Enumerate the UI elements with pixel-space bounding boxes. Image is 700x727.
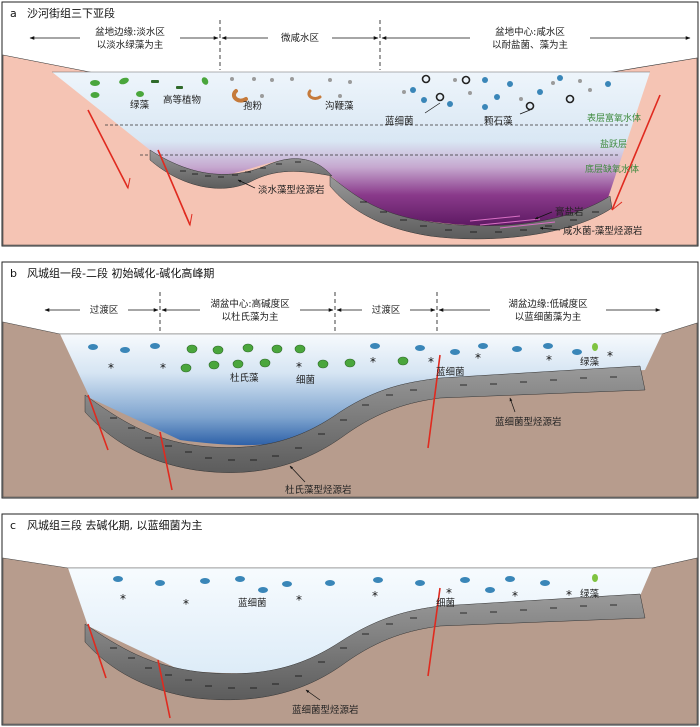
label-bacteria-b: 细菌 [296,374,315,386]
dinoflagellate-icon [307,89,322,100]
label-saline-source-rock: 咸水菌-藻型烃源岩 [563,225,642,237]
label-dunaliella-source-rock: 杜氏藻型烃源岩 [285,484,352,496]
svg-text:*: * [183,597,189,611]
label-green-algae: 绿藻 [130,99,150,111]
svg-text:*: * [296,593,302,607]
panel-a-water [52,72,650,226]
svg-text:*: * [120,592,126,606]
svg-text:*: * [296,360,302,374]
label-cyanobacteria-c: 蓝细菌 [238,597,267,609]
panel-b-faults [87,354,441,491]
panel-b-bacteria: * * * * * * * * [108,349,613,375]
panel-c-cyanobacteria [113,576,550,593]
panel-b: b 风城组一段-二段 初始碱化-碱化高峰期 过渡区 湖盆中心:高碱度区 以杜氏藻… [1,261,699,499]
panel-b-zone-1: 过渡区 [90,304,119,316]
panel-a-letter: a [10,7,17,20]
panel-b-zone-3: 过渡区 [372,304,401,316]
label-dinoflagellates: 沟鞭藻 [325,100,354,112]
panel-b-zone-4-line1: 湖盆边缘:低碱度区 [508,298,588,310]
svg-text:*: * [546,353,552,367]
label-cyanobacteria-a: 蓝细菌 [385,115,414,127]
panel-a: a 沙河街组三下亚段 盆地边缘:淡水区 以淡水绿藻为主 微咸水区 盆地中心:咸水… [1,1,699,247]
svg-text:*: * [108,361,114,375]
panel-a-zone-1-line2: 以淡水绿藻为主 [97,39,164,51]
fresh-source-rock-dashes [180,161,301,178]
panel-c-letter: c [10,519,16,532]
label-fresh-source-rock: 淡水藻型烃源岩 [258,184,325,196]
label-green-algae-c: 绿藻 [580,588,600,600]
panel-b-title: 风城组一段-二段 初始碱化-碱化高峰期 [27,266,214,280]
panel-a-zone-2-line1: 微咸水区 [281,32,320,44]
panel-a-green-algae [90,77,209,98]
label-coccoliths: 颗石藻 [484,115,513,127]
panel-b-source-rock [84,365,646,473]
panel-b-cyanobacteria [88,343,582,355]
label-green-algae-b: 绿藻 [580,356,600,368]
evaporite-streaks [469,215,556,229]
svg-text:*: * [370,355,376,369]
label-cyanobacteria-b: 蓝细菌 [436,366,465,378]
label-anoxic-layer: 底层缺氧水体 [585,163,639,175]
svg-text:*: * [512,589,518,603]
panel-b-dunaliella [180,343,409,373]
svg-text:*: * [475,351,481,365]
label-cyano-source-rock-b: 蓝细菌型烃源岩 [495,416,562,428]
label-oxic-layer: 表层富氧水体 [587,112,641,124]
label-bacteria-c: 细菌 [436,597,455,609]
panel-b-zone-4-line2: 以蓝细菌藻为主 [515,311,582,323]
panel-b-source-rock-dashes [110,376,617,461]
svg-text:*: * [372,589,378,603]
svg-text:*: * [446,586,452,600]
label-spores: 孢粉 [243,100,263,112]
svg-text:*: * [160,361,166,375]
label-evaporite: 膏盐岩 [555,206,584,218]
panel-a-zone-3-line1: 盆地中心:咸水区 [495,26,565,38]
panel-c-green-algae-icon [592,574,598,582]
fresh-source-rock-bed [149,149,333,189]
panel-a-coccoliths [421,74,575,111]
panel-c-title: 风城组三段 去碱化期, 以蓝细菌为主 [27,518,203,532]
panel-a-zone-1-line1: 盆地边缘:淡水区 [95,26,165,38]
panel-c-source-rock [84,593,646,701]
label-cyano-source-rock-c: 蓝细菌型烃源岩 [292,704,359,716]
panel-b-letter: b [10,267,17,280]
panel-a-cyanobacteria [410,75,611,110]
panel-b-zone-2-line1: 湖盆中心:高碱度区 [210,298,290,310]
svg-text:*: * [607,349,613,363]
panel-c-source-rock-dashes [110,604,617,689]
panel-c-bacteria: * * * * * * * [120,586,572,611]
panel-c-faults [87,587,441,719]
panel-a-grey-particles [230,77,592,101]
label-dunaliella: 杜氏藻 [230,372,259,384]
panel-b-green-algae-icon [592,343,598,351]
label-halocline: 盐跃层 [600,138,627,150]
panel-a-zone-3-line2: 以耐盐菌、藻为主 [492,39,568,51]
svg-text:*: * [566,588,572,602]
panel-a-title: 沙河街组三下亚段 [27,6,115,20]
label-higher-plants: 高等植物 [163,94,202,106]
saline-source-rock-dashes [360,201,599,233]
svg-text:*: * [428,355,434,369]
panel-a-higher-plants [151,80,183,89]
panel-c: c 风城组三段 去碱化期, 以蓝细菌为主 * * * * * * * 蓝细菌 细菌 绿… [1,513,699,726]
panel-c-water [68,568,652,674]
spore-icon [231,89,248,103]
panel-b-zone-2-line2: 以杜氏藻为主 [221,311,278,323]
